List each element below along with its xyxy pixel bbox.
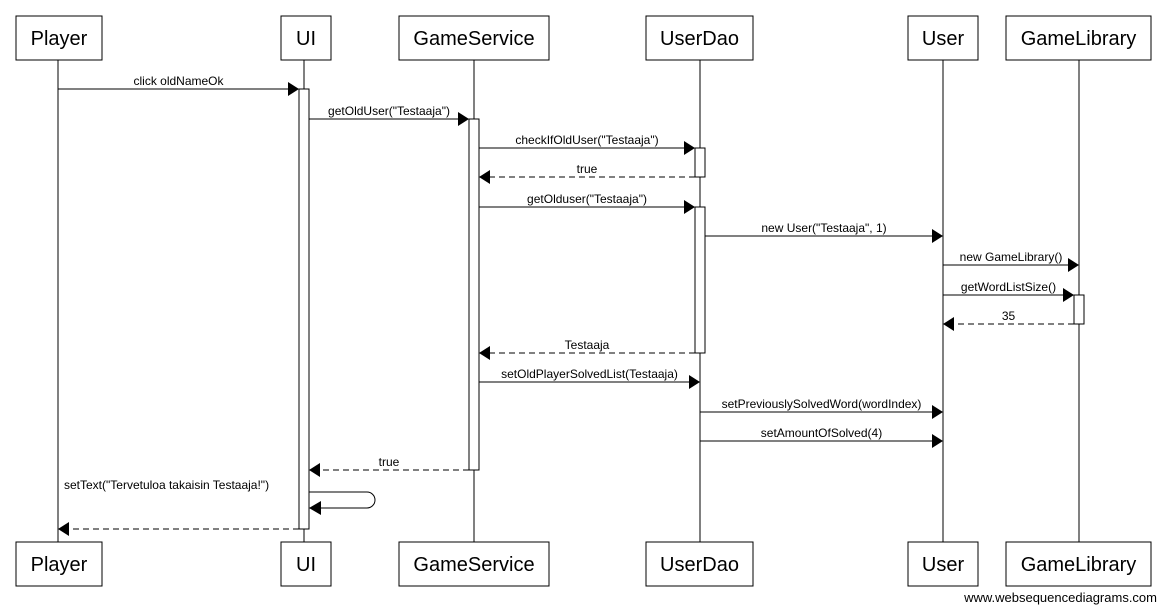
participant-label: UI bbox=[296, 554, 316, 576]
message-12: setPreviouslySolvedWord(wordIndex) bbox=[700, 397, 943, 419]
message-label: checkIfOldUser("Testaaja") bbox=[515, 133, 658, 147]
participant-user-top: User bbox=[907, 15, 979, 61]
participant-gamelibrary-bottom: GameLibrary bbox=[1005, 541, 1152, 587]
participant-label: UI bbox=[296, 28, 316, 50]
activation-bar-gamelibrary bbox=[1073, 294, 1085, 325]
participant-box bbox=[398, 541, 550, 587]
arrowhead bbox=[684, 141, 695, 155]
message-label: true bbox=[379, 455, 400, 469]
message-6: new User("Testaaja", 1) bbox=[705, 221, 943, 243]
arrowhead bbox=[458, 112, 469, 126]
participant-box bbox=[645, 15, 754, 61]
participant-gamelibrary-top: GameLibrary bbox=[1005, 15, 1152, 61]
message-7: new GameLibrary() bbox=[943, 250, 1079, 272]
participant-label: UserDao bbox=[660, 554, 739, 576]
participant-label: GameService bbox=[413, 28, 534, 50]
participant-box bbox=[398, 15, 550, 61]
message-label: new User("Testaaja", 1) bbox=[761, 221, 886, 235]
message-label: click oldNameOk bbox=[133, 74, 224, 88]
arrowhead bbox=[58, 522, 69, 536]
participant-box bbox=[280, 15, 332, 61]
participant-box bbox=[1005, 541, 1152, 587]
participant-ui-bottom: UI bbox=[280, 541, 332, 587]
activation-bar-userdao bbox=[694, 147, 706, 178]
message-label: setPreviouslySolvedWord(wordIndex) bbox=[722, 397, 922, 411]
message-2: getOldUser("Testaaja") bbox=[309, 104, 469, 126]
arrowhead bbox=[932, 229, 943, 243]
message-label: setText("Tervetuloa takaisin Testaaja!") bbox=[64, 478, 269, 492]
message-16 bbox=[58, 522, 299, 536]
message-label: getWordListSize() bbox=[961, 280, 1056, 294]
participant-label: User bbox=[922, 554, 965, 576]
arrowhead bbox=[309, 463, 320, 477]
participant-label: GameLibrary bbox=[1021, 28, 1137, 50]
participant-label: GameLibrary bbox=[1021, 554, 1137, 576]
participant-label: Player bbox=[31, 28, 88, 50]
message-9: 35 bbox=[943, 309, 1074, 331]
arrowhead bbox=[1063, 288, 1074, 302]
arrowhead bbox=[309, 501, 321, 515]
participant-label: Player bbox=[31, 554, 88, 576]
participant-player-top: Player bbox=[15, 15, 103, 61]
message-label: setAmountOfSolved(4) bbox=[761, 426, 882, 440]
message-15: setText("Tervetuloa takaisin Testaaja!") bbox=[64, 478, 376, 515]
message-label: true bbox=[577, 162, 598, 176]
participant-box bbox=[1005, 15, 1152, 61]
participant-label: UserDao bbox=[660, 28, 739, 50]
participant-ui-top: UI bbox=[280, 15, 332, 61]
participant-label: GameService bbox=[413, 554, 534, 576]
message-4: true bbox=[479, 162, 695, 184]
message-line bbox=[309, 491, 376, 509]
participant-label: User bbox=[922, 28, 965, 50]
participant-box bbox=[15, 541, 103, 587]
arrowhead bbox=[1068, 258, 1079, 272]
message-label: 35 bbox=[1002, 309, 1016, 323]
participant-box bbox=[907, 541, 979, 587]
message-11: setOldPlayerSolvedList(Testaaja) bbox=[479, 367, 700, 389]
message-5: getOlduser("Testaaja") bbox=[479, 192, 695, 214]
arrowhead bbox=[684, 200, 695, 214]
participant-userdao-bottom: UserDao bbox=[645, 541, 754, 587]
watermark: www.websequencediagrams.com bbox=[963, 590, 1157, 605]
message-label: getOlduser("Testaaja") bbox=[527, 192, 647, 206]
message-label: setOldPlayerSolvedList(Testaaja) bbox=[501, 367, 678, 381]
participant-box bbox=[280, 541, 332, 587]
participant-userdao-top: UserDao bbox=[645, 15, 754, 61]
participant-box bbox=[907, 15, 979, 61]
message-3: checkIfOldUser("Testaaja") bbox=[479, 133, 695, 155]
arrowhead bbox=[479, 170, 490, 184]
arrowhead bbox=[943, 317, 954, 331]
message-13: setAmountOfSolved(4) bbox=[700, 426, 943, 448]
message-8: getWordListSize() bbox=[943, 280, 1074, 302]
message-1: click oldNameOk bbox=[58, 74, 299, 96]
participant-user-bottom: User bbox=[907, 541, 979, 587]
message-label: Testaaja bbox=[565, 338, 610, 352]
participant-player-bottom: Player bbox=[15, 541, 103, 587]
message-10: Testaaja bbox=[479, 338, 695, 360]
arrowhead bbox=[689, 375, 700, 389]
message-14: true bbox=[309, 455, 469, 477]
participant-box bbox=[15, 15, 103, 61]
activation-bar-ui bbox=[298, 88, 310, 530]
participant-gameservice-top: GameService bbox=[398, 15, 550, 61]
message-label: getOldUser("Testaaja") bbox=[328, 104, 450, 118]
activation-bar-userdao bbox=[694, 206, 706, 354]
arrowhead bbox=[932, 434, 943, 448]
arrowhead bbox=[479, 346, 490, 360]
arrowhead bbox=[288, 82, 299, 96]
participant-box bbox=[645, 541, 754, 587]
participant-gameservice-bottom: GameService bbox=[398, 541, 550, 587]
arrowhead bbox=[932, 405, 943, 419]
activation-bar-gameservice bbox=[468, 118, 480, 471]
message-label: new GameLibrary() bbox=[960, 250, 1063, 264]
